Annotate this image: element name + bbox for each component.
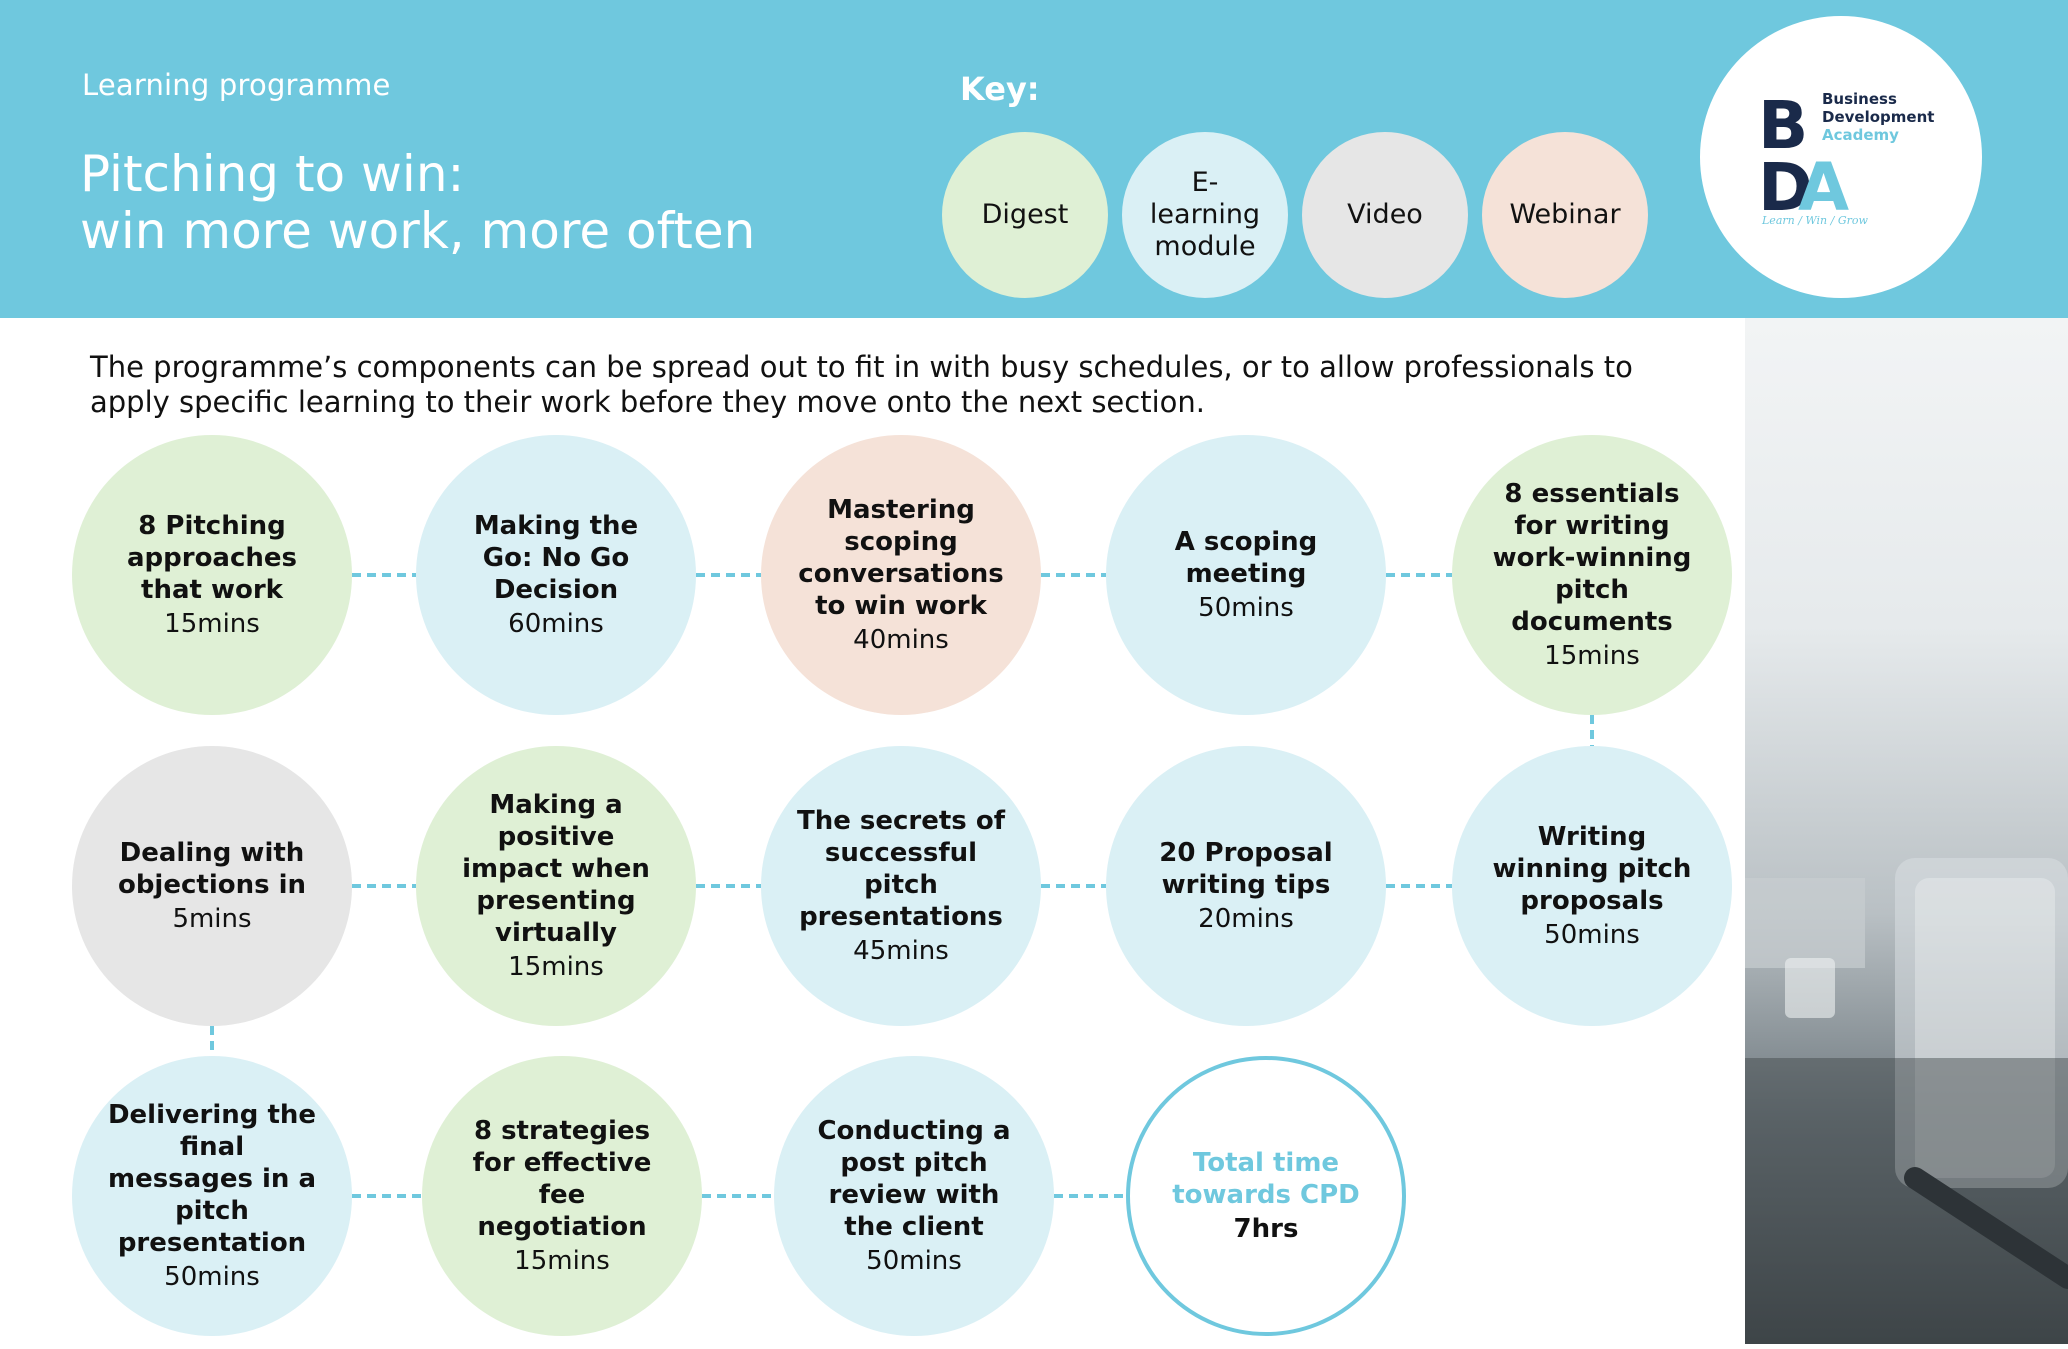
module-duration: 15mins: [508, 952, 604, 982]
key-video-label: Video: [1347, 199, 1423, 230]
key-digest: Digest: [942, 132, 1108, 298]
module-duration: 40mins: [853, 625, 949, 655]
module-title: Conducting a post pitch review with the …: [817, 1116, 1011, 1242]
module-title: Mastering scoping conversations to win w…: [798, 495, 1004, 621]
module-duration: 20mins: [1198, 904, 1294, 934]
module-title: 20 Proposal writing tips: [1159, 838, 1333, 900]
module-title: Delivering the final messages in a pitch…: [107, 1100, 317, 1258]
key-elearning: E- learning module: [1122, 132, 1288, 298]
module-duration: 45mins: [853, 936, 949, 966]
bda-logo-text: Business Development Academy: [1822, 90, 1934, 144]
page-title: Pitching to win: win more work, more oft…: [80, 146, 755, 260]
header-banner: Learning programme Pitching to win: win …: [0, 0, 2068, 318]
module-circle: 8 strategies for effective fee negotiati…: [422, 1056, 702, 1336]
logo-line-3: Academy: [1822, 126, 1899, 144]
module-title: The secrets of successful pitch presenta…: [796, 806, 1006, 932]
total-label: Total time towards CPD: [1172, 1148, 1360, 1210]
bda-logo-mark-icon: B D A: [1758, 88, 1849, 226]
module-duration: 15mins: [164, 609, 260, 639]
page-title-line-1: Pitching to win:: [80, 145, 465, 203]
module-duration: 60mins: [508, 609, 604, 639]
module-duration: 50mins: [164, 1262, 260, 1292]
module-duration: 15mins: [1544, 641, 1640, 671]
module-duration: 50mins: [1198, 593, 1294, 623]
module-title: A scoping meeting: [1174, 527, 1318, 589]
module-title: Making a positive impact when presenting…: [462, 790, 650, 948]
key-digest-label: Digest: [981, 199, 1069, 230]
total-cpd-circle: Total time towards CPD 7hrs: [1126, 1056, 1406, 1336]
module-circle: The secrets of successful pitch presenta…: [761, 746, 1041, 1026]
logo-line-2: Development: [1822, 108, 1935, 126]
module-duration: 50mins: [866, 1246, 962, 1276]
module-circle: Making a positive impact when presenting…: [416, 746, 696, 1026]
module-circle: Dealing with objections in 5mins: [72, 746, 352, 1026]
decorative-photo: [1745, 318, 2068, 1344]
module-circle: 8 essentials for writing work-winning pi…: [1452, 435, 1732, 715]
module-circle: 8 Pitching approaches that work 15mins: [72, 435, 352, 715]
svg-text:B: B: [1758, 88, 1808, 164]
svg-text:D: D: [1758, 149, 1813, 226]
page-title-line-2: win more work, more often: [80, 202, 756, 260]
logo-line-1: Business: [1822, 90, 1897, 108]
module-circle: Writing winning pitch proposals 50mins: [1452, 746, 1732, 1026]
module-title: 8 Pitching approaches that work: [126, 511, 298, 605]
module-circle: A scoping meeting 50mins: [1106, 435, 1386, 715]
module-title: 8 strategies for effective fee negotiati…: [472, 1116, 652, 1242]
intro-paragraph: The programme’s components can be spread…: [90, 350, 1633, 419]
total-duration: 7hrs: [1233, 1214, 1299, 1244]
module-circle: Mastering scoping conversations to win w…: [761, 435, 1041, 715]
module-circle: Making the Go: No Go Decision 60mins: [416, 435, 696, 715]
logo-tagline: Learn / Win / Grow: [1762, 214, 1868, 227]
module-title: Dealing with objections in: [117, 838, 307, 900]
key-label: Key:: [960, 70, 1040, 108]
eyebrow-label: Learning programme: [82, 68, 391, 102]
module-duration: 15mins: [514, 1246, 610, 1276]
module-title: Writing winning pitch proposals: [1492, 822, 1692, 916]
key-elearning-label: E- learning module: [1149, 167, 1261, 262]
module-circle: Conducting a post pitch review with the …: [774, 1056, 1054, 1336]
glass-photo-icon: [1745, 858, 2068, 1344]
module-circle: 20 Proposal writing tips 20mins: [1106, 746, 1386, 1026]
key-video: Video: [1302, 132, 1468, 298]
module-duration: 50mins: [1544, 920, 1640, 950]
module-title: Making the Go: No Go Decision: [473, 511, 639, 605]
key-webinar-label: Webinar: [1509, 199, 1621, 230]
module-duration: 5mins: [172, 904, 252, 934]
module-circle: Delivering the final messages in a pitch…: [72, 1056, 352, 1336]
module-title: 8 essentials for writing work-winning pi…: [1492, 479, 1692, 637]
key-webinar: Webinar: [1482, 132, 1648, 298]
bda-logo: B D A Business Development Academy Learn…: [1700, 16, 1982, 298]
svg-text:A: A: [1798, 149, 1849, 226]
